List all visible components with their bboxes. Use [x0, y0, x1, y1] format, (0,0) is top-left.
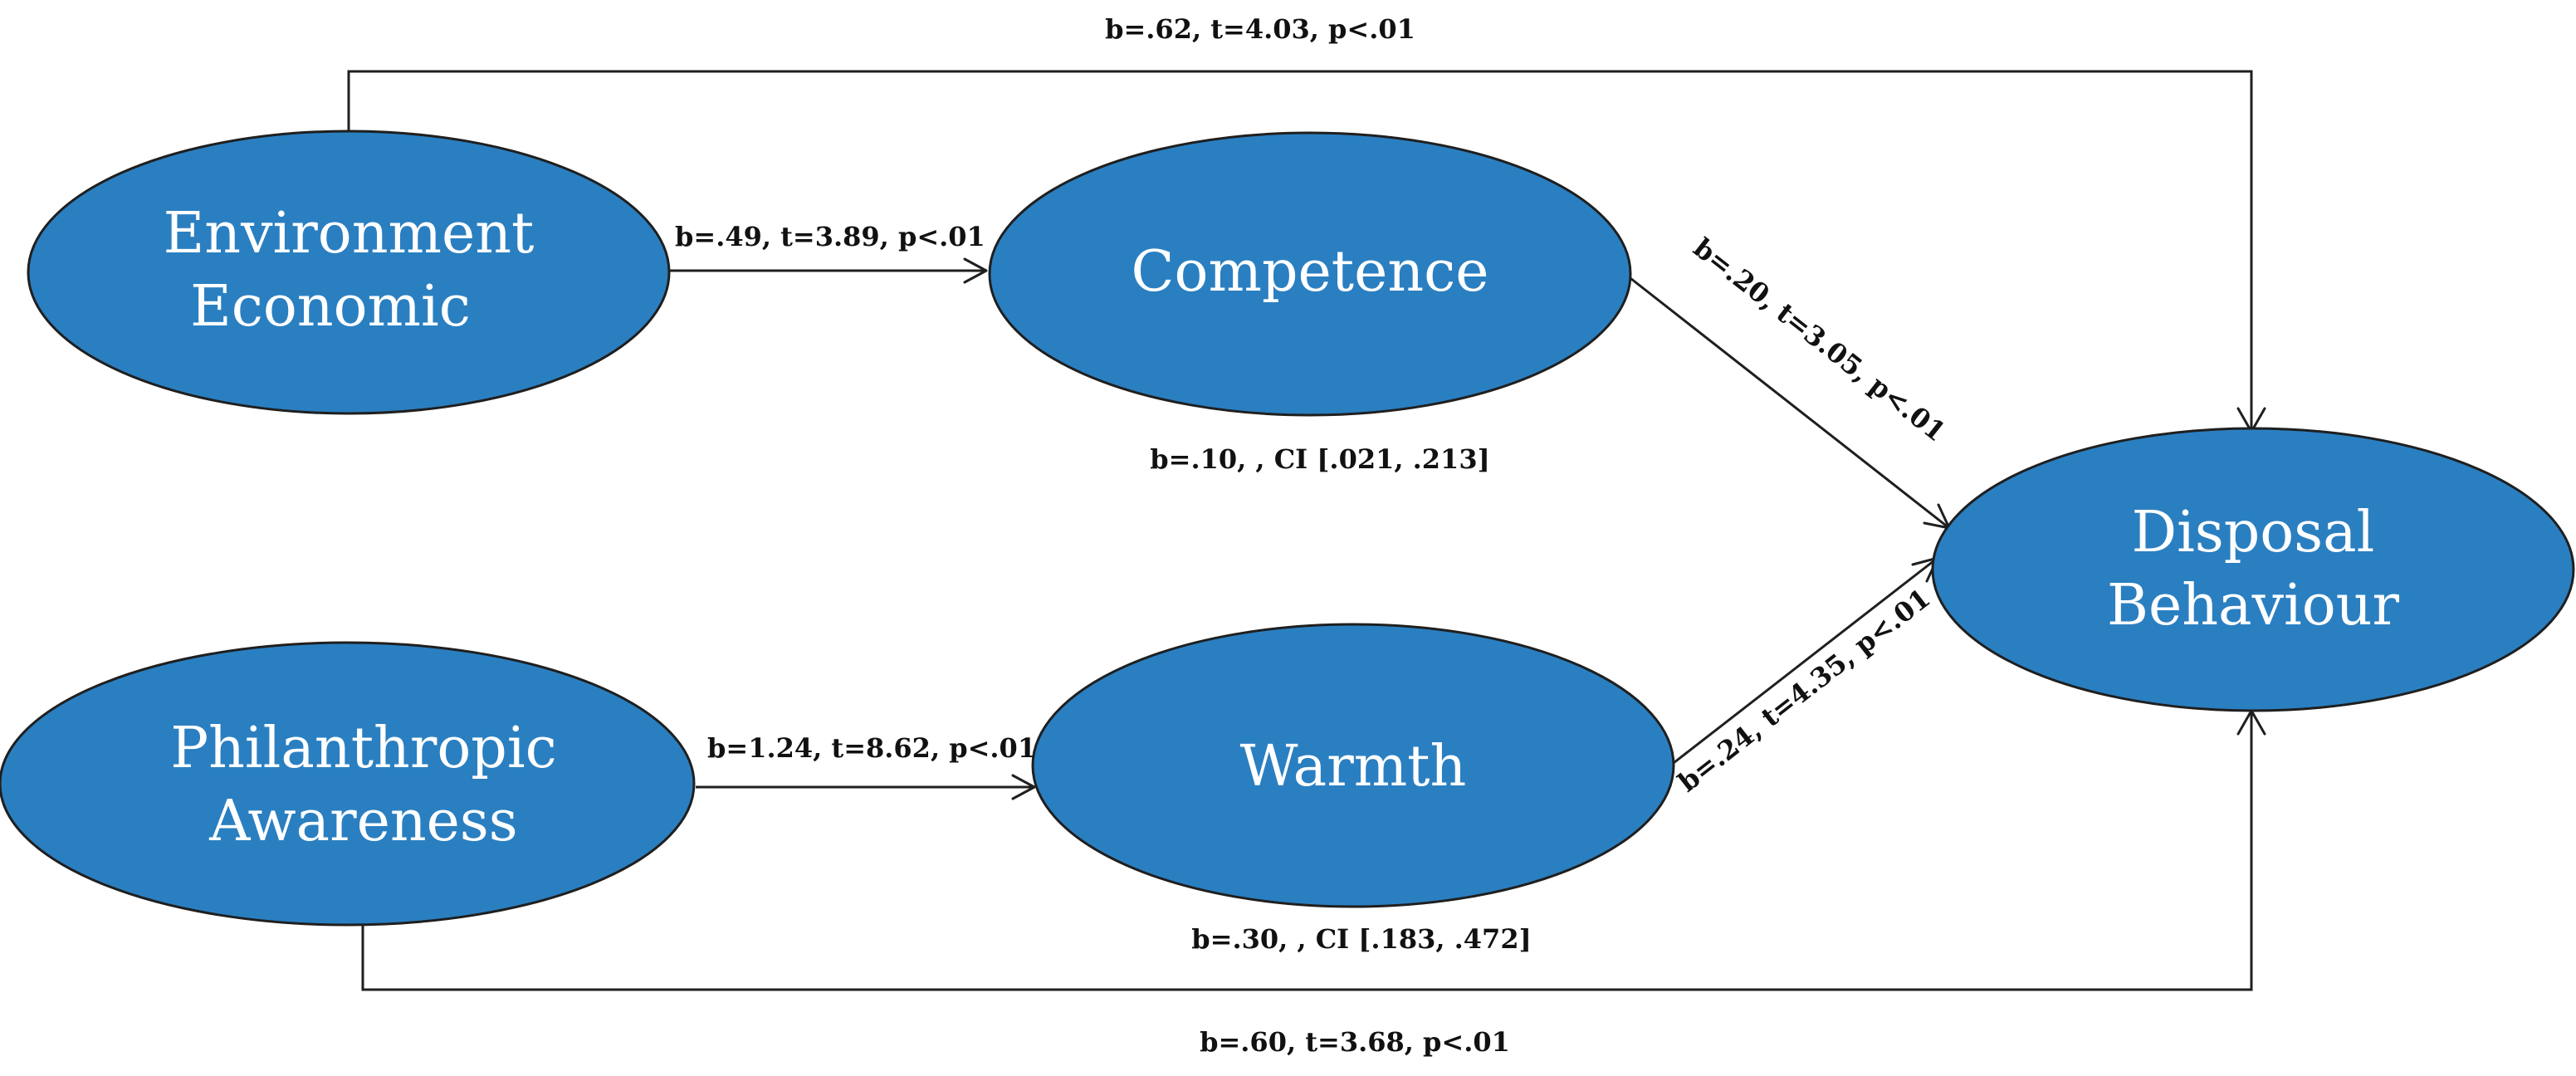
node-philanthropic-awareness: Philanthropic Awareness: [0, 641, 696, 927]
label-phil-to-disposal: b=.60, t=3.68, p<.01: [1200, 1026, 1510, 1058]
label-competence-to-disposal: b=.20, t=3.05, p<.01: [1688, 232, 1952, 448]
arrowhead-env-to-competence: [963, 257, 988, 284]
node-environment-economic: Environment Economic: [27, 130, 671, 415]
node-competence: Competence: [988, 131, 1632, 417]
connectors: [347, 70, 2266, 991]
label-competence-indirect: b=.10, , CI [.021, .213]: [1150, 443, 1489, 475]
node-disposal-behaviour-line1: Disposal: [2132, 500, 2375, 565]
edge-phil-to-disposal: [361, 711, 2253, 991]
edge-competence-to-disposal: [1626, 274, 1950, 530]
label-env-to-disposal: b=.62, t=4.03, p<.01: [1105, 13, 1415, 45]
edge-warmth-to-disposal: [1669, 556, 1938, 767]
node-environment-economic-shape: [27, 130, 671, 415]
node-environment-economic-line2: Economic: [190, 274, 471, 340]
node-disposal-behaviour-line2: Behaviour: [2107, 573, 2399, 638]
node-warmth-label: Warmth: [1240, 734, 1467, 800]
node-warmth: Warmth: [1031, 623, 1675, 908]
node-warmth-shape: [1031, 623, 1675, 908]
arrowhead-phil-to-warmth: [1011, 774, 1036, 800]
node-environment-economic-line1: Environment: [164, 201, 535, 267]
label-warmth-to-disposal: b=.24, t=4.35, p<.01: [1672, 582, 1936, 798]
node-philanthropic-awareness-shape: [0, 641, 696, 927]
label-phil-to-warmth: b=1.24, t=8.62, p<.01: [707, 732, 1036, 764]
label-warmth-indirect: b=.30, , CI [.183, .472]: [1191, 923, 1531, 955]
node-competence-shape: [988, 131, 1632, 417]
node-disposal-behaviour-shape: [1931, 427, 2575, 712]
node-philanthropic-awareness-line1: Philanthropic: [170, 716, 556, 781]
label-env-to-competence: b=.49, t=3.89, p<.01: [675, 221, 985, 252]
node-disposal-behaviour: Disposal Behaviour: [1931, 427, 2575, 712]
node-philanthropic-awareness-line2: Awareness: [208, 789, 517, 854]
edge-env-to-disposal: [347, 70, 2253, 432]
node-competence-label: Competence: [1132, 239, 1489, 305]
